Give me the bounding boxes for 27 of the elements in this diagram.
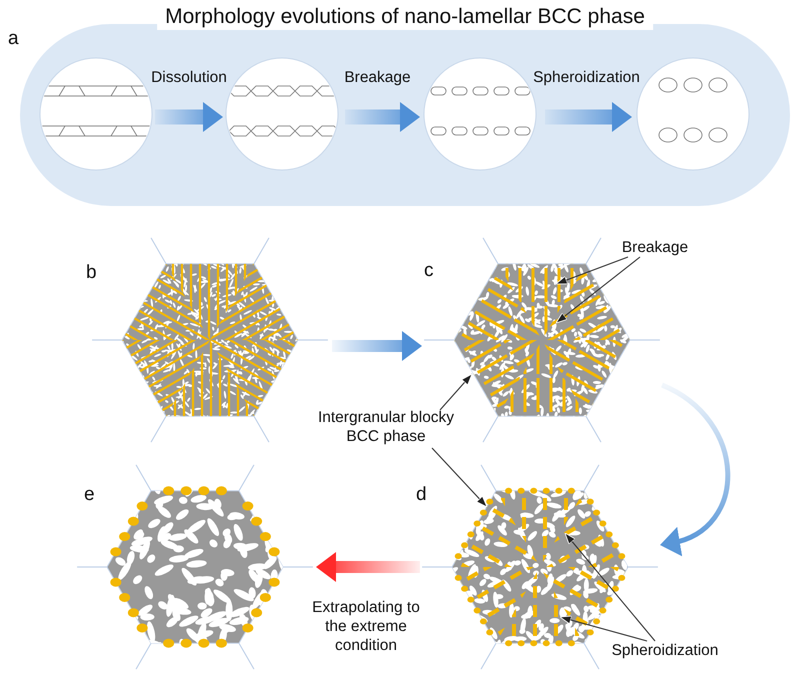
leader-line bbox=[432, 448, 488, 508]
leader-line bbox=[440, 374, 472, 410]
callout-label: Intergranular blocky BCC phase bbox=[306, 408, 466, 446]
panel-letter: a bbox=[8, 28, 19, 50]
block-arrow bbox=[316, 552, 420, 582]
edge-label: Spheroidization bbox=[532, 68, 641, 87]
block-arrow bbox=[545, 102, 632, 132]
block-arrow bbox=[155, 102, 223, 132]
leader-line bbox=[556, 256, 640, 324]
edge-label: Breakage bbox=[343, 68, 412, 87]
block-arrow bbox=[345, 102, 420, 132]
grain-microstructure-drawing bbox=[77, 462, 313, 672]
panel-letter: c bbox=[424, 260, 434, 282]
panel-letter: b bbox=[86, 262, 97, 284]
callout-label: Spheroidization bbox=[600, 641, 730, 660]
panel-letter: d bbox=[416, 484, 427, 506]
callout-label: Breakage bbox=[610, 238, 700, 257]
edge-label: Extrapolating to the extreme condition bbox=[311, 598, 421, 655]
curved-arrow bbox=[660, 382, 730, 556]
block-arrow bbox=[332, 331, 422, 361]
edge-label: Dissolution bbox=[150, 68, 228, 87]
microstructure-circle-drawing bbox=[225, 57, 339, 171]
leader-line bbox=[560, 616, 648, 642]
microstructure-circle-drawing bbox=[39, 57, 153, 171]
leader-line bbox=[564, 532, 656, 642]
leader-line bbox=[556, 256, 628, 285]
panel-letter: e bbox=[84, 484, 95, 506]
